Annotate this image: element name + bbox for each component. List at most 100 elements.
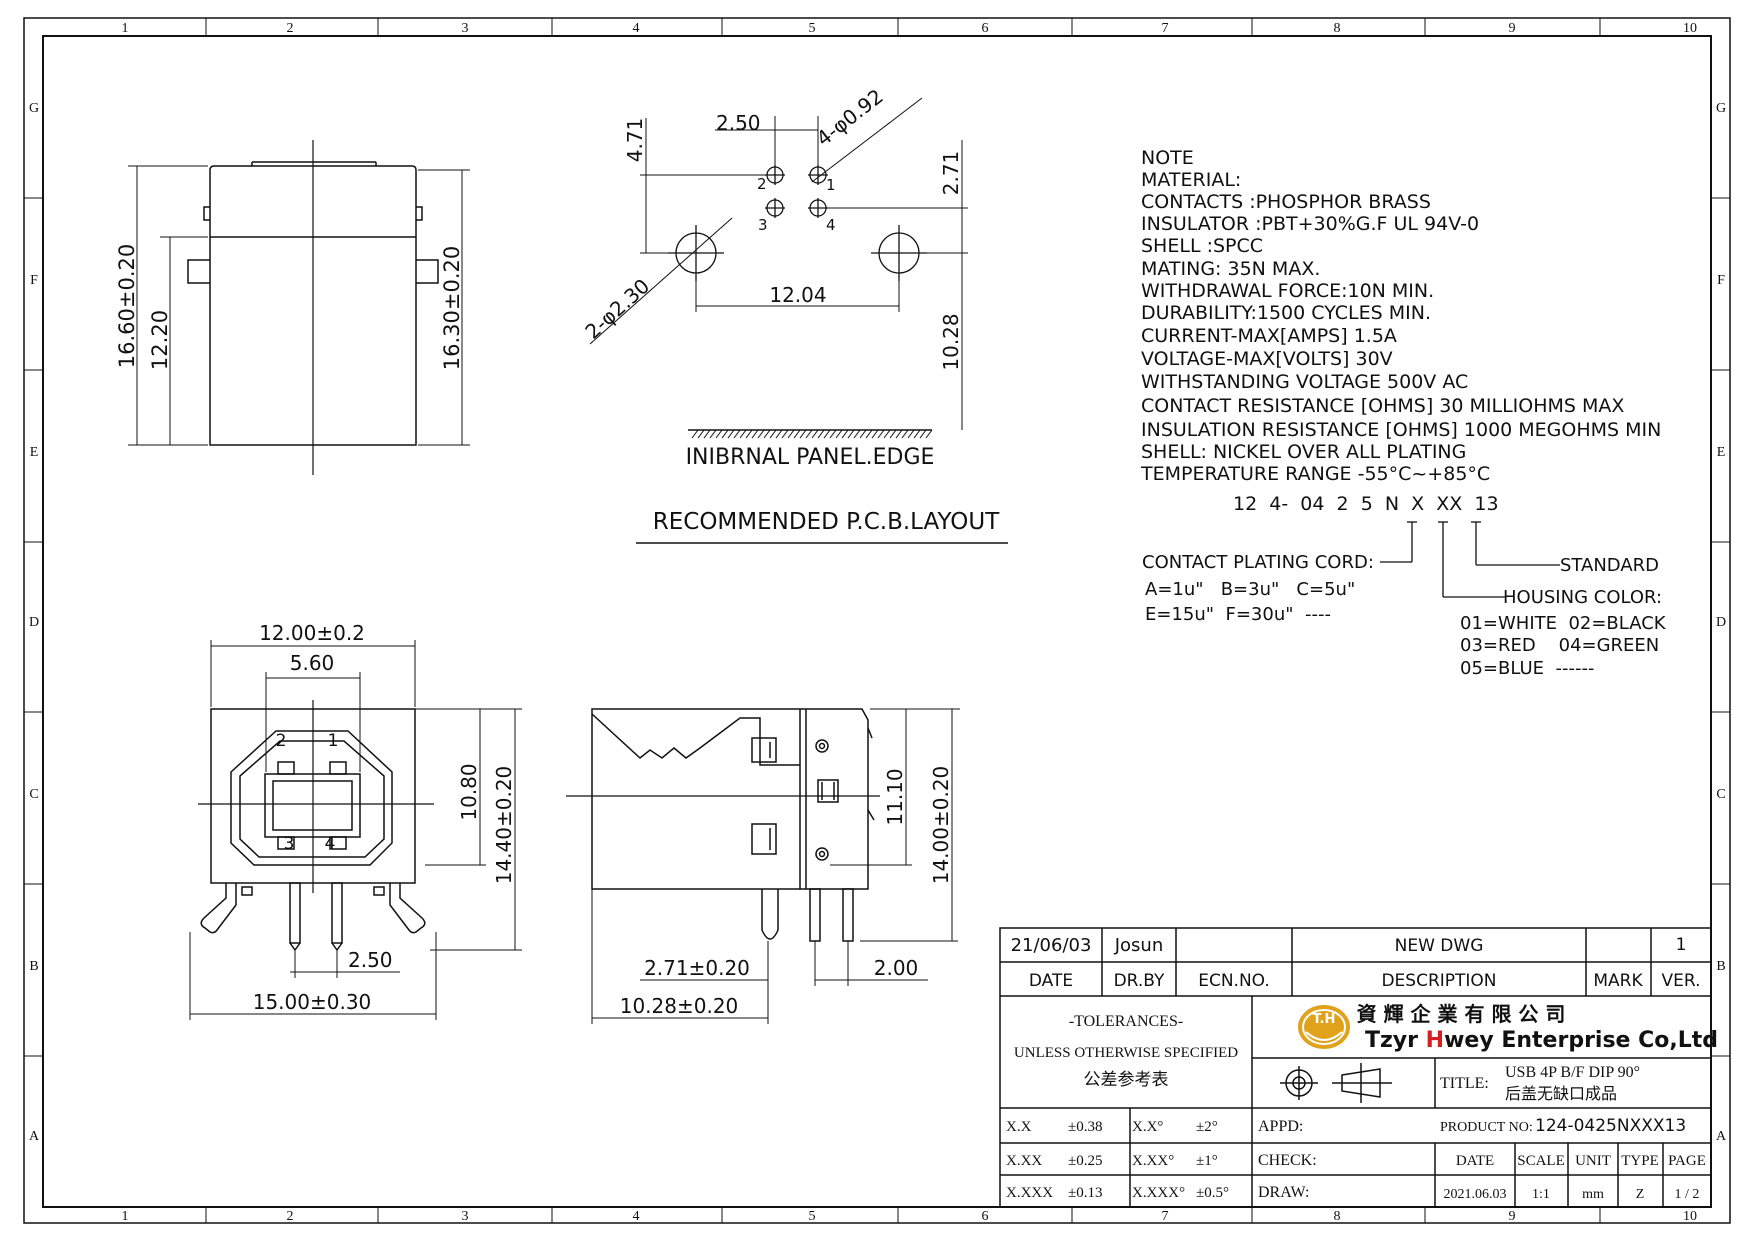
grid-column-label: 4	[633, 1209, 640, 1224]
tolerance-cell: ±1°	[1196, 1153, 1218, 1169]
note-line: CONTACTS :PHOSPHOR BRASS	[1141, 191, 1431, 213]
hatch-line	[919, 429, 927, 439]
grid-column-label: 4	[633, 21, 640, 36]
hatch-line	[691, 429, 699, 439]
note-line: INSULATOR :PBT+30%G.F UL 94V-0	[1141, 213, 1479, 235]
info-header: TYPE	[1621, 1153, 1659, 1169]
header-mark: MARK	[1593, 971, 1643, 991]
part-number-code: 12 4- 04 2 5 N X XX 13	[1233, 493, 1499, 515]
dim-front-body-height: 10.80	[457, 763, 481, 820]
grid-column-label: 3	[462, 21, 469, 36]
dim-front-overall-height: 14.40±0.20	[492, 766, 516, 885]
info-header: PAGE	[1668, 1153, 1706, 1169]
header-description: DESCRIPTION	[1381, 971, 1496, 991]
hatch-line	[889, 429, 897, 439]
housing-color-1: 01=WHITE 02=BLACK	[1460, 613, 1667, 634]
hatch-line	[817, 429, 825, 439]
pcb-layout-caption: RECOMMENDED P.C.B.LAYOUT	[653, 509, 1000, 535]
grid-column-label: 8	[1334, 21, 1341, 36]
logo-initials: T.H	[1313, 1012, 1336, 1027]
standard-label: STANDARD	[1560, 555, 1659, 576]
inner-frame	[42, 35, 1712, 1208]
revision-version: 1	[1676, 935, 1687, 955]
dim-pcb-pin-hole: 4-φ0.92	[812, 84, 888, 151]
grid-row-label: A	[29, 1129, 40, 1144]
dim-side-pin-pitch: 2.00	[874, 956, 919, 980]
hatch-line	[835, 429, 843, 439]
dim-front-pin-pitch: 2.50	[348, 948, 393, 972]
hatch-line	[763, 429, 771, 439]
dim-pcb-pin-to-peg: 2.71	[939, 151, 963, 196]
tolerance-cell: ±0.5°	[1196, 1185, 1229, 1201]
dim-front-port-width: 5.60	[290, 651, 335, 675]
info-value: Z	[1636, 1187, 1645, 1202]
front-pin-3: 3	[284, 834, 295, 854]
hatch-line	[715, 429, 723, 439]
header-drby: DR.BY	[1114, 971, 1165, 991]
grid-column-label: 1	[122, 21, 129, 36]
info-header: DATE	[1456, 1153, 1494, 1169]
hatch-line	[799, 429, 807, 439]
grid-row-label: G	[1716, 101, 1726, 116]
plating-title: CONTACT PLATING CORD:	[1142, 552, 1374, 573]
revision-date: 21/06/03	[1011, 935, 1092, 956]
hatch-line	[787, 429, 795, 439]
outer-frame	[23, 17, 1731, 1224]
dim-side-body-height: 11.10	[883, 768, 907, 825]
tolerances-chinese: 公差参考表	[1084, 1070, 1169, 1090]
tolerance-cell: ±0.38	[1068, 1119, 1102, 1135]
pin-label-1: 1	[826, 176, 836, 194]
code-leader-lines	[1380, 521, 1560, 598]
housing-color-title: HOUSING COLOR:	[1503, 587, 1662, 608]
grid-row-label: C	[29, 787, 38, 802]
dim-pcb-panel-edge: 10.28	[939, 313, 963, 370]
note-line: MATING: 35N MAX.	[1141, 258, 1320, 280]
hatch-line	[895, 429, 903, 439]
dim-side-overall-height: 14.00±0.20	[929, 766, 953, 885]
front-pin-2: 2	[276, 731, 287, 751]
hatch-line	[913, 429, 921, 439]
housing-color-3: 05=BLUE ------	[1460, 658, 1594, 679]
tolerance-cell: X.XXX°	[1132, 1185, 1185, 1201]
hatch-line	[775, 429, 783, 439]
tolerance-cell: ±0.25	[1068, 1153, 1102, 1169]
note-line: WITHSTANDING VOLTAGE 500V AC	[1141, 371, 1468, 393]
grid-ticks	[24, 18, 1730, 1223]
grid-row-label: D	[29, 615, 39, 630]
grid-column-label: 9	[1509, 1209, 1516, 1224]
grid-column-label: 7	[1162, 21, 1169, 36]
pin-label-2: 2	[757, 175, 767, 193]
housing-color-2: 03=RED 04=GREEN	[1460, 635, 1659, 656]
info-header: SCALE	[1517, 1153, 1565, 1169]
grid-column-label: 8	[1334, 1209, 1341, 1224]
hatch-line	[823, 429, 831, 439]
grid-column-label: 5	[809, 1209, 816, 1224]
company-logo	[1298, 1005, 1350, 1049]
info-header: UNIT	[1575, 1153, 1611, 1169]
note-line: INSULATION RESISTANCE [OHMS] 1000 MEGOHM…	[1141, 419, 1661, 441]
info-value: mm	[1582, 1187, 1604, 1202]
panel-edge-label: INIBRNAL PANEL.EDGE	[686, 445, 935, 470]
hatch-line	[841, 429, 849, 439]
front-view	[189, 640, 522, 1020]
grid-row-label: F	[1717, 273, 1725, 288]
hatch-line	[793, 429, 801, 439]
draw-label: DRAW:	[1258, 1184, 1309, 1201]
grid-column-label: 10	[1683, 1209, 1697, 1224]
plating-options-1: A=1u" B=3u" C=5u"	[1145, 579, 1355, 600]
dim-side-peg-offset: 10.28±0.20	[620, 994, 739, 1018]
hatch-line	[739, 429, 747, 439]
hatch-line	[847, 429, 855, 439]
appd-label: APPD:	[1258, 1118, 1303, 1135]
tolerance-cell: X.X	[1006, 1119, 1032, 1135]
tolerance-cell: X.X°	[1132, 1119, 1163, 1135]
grid-row-label: E	[30, 445, 39, 460]
grid-row-label: B	[1716, 959, 1725, 974]
check-label: CHECK:	[1258, 1152, 1317, 1169]
note-line: TEMPERATURE RANGE -55°C~+85°C	[1140, 463, 1490, 485]
hatch-line	[925, 429, 933, 439]
note-line: VOLTAGE-MAX[VOLTS] 30V	[1141, 348, 1393, 370]
tolerance-cell: ±0.13	[1068, 1185, 1102, 1201]
